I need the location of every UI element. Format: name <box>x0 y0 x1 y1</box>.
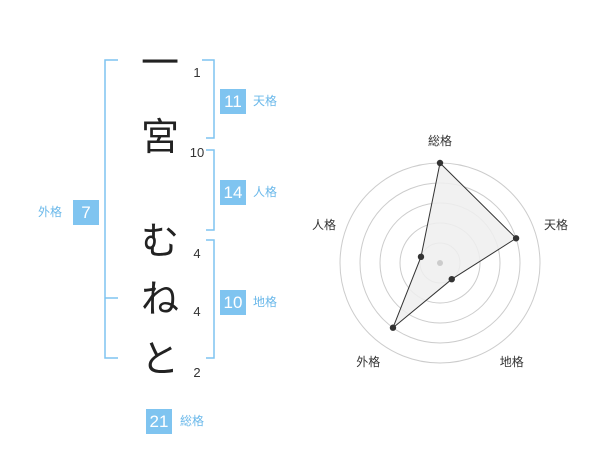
gaikaku-bracket <box>104 59 118 359</box>
gaikaku-value-badge: 7 <box>73 200 99 225</box>
jinkaku-label: 人格 <box>253 185 278 199</box>
soukaku-label: 総格 <box>180 414 205 428</box>
name-char-4: ね <box>140 277 179 321</box>
radar-center-dot <box>437 260 443 266</box>
stroke-count-1: 1 <box>193 65 201 80</box>
radar-point-3 <box>389 324 397 331</box>
tenkaku-bracket <box>202 59 215 139</box>
name-char-3: む <box>140 219 179 263</box>
jinkaku-bracket <box>206 149 215 231</box>
radar-axis-label-chikaku: 地格 <box>499 354 524 369</box>
stroke-count-4: 4 <box>193 304 201 319</box>
name-char-1: 一 <box>140 41 179 85</box>
name-char-5: と <box>140 337 179 381</box>
chikaku-bracket <box>206 239 215 359</box>
stroke-count-3: 4 <box>193 246 201 261</box>
radar-axis-label-jinkaku: 人格 <box>311 218 336 233</box>
name-char-2: 宮 <box>140 115 179 159</box>
tenkaku-value-badge: 11 <box>220 89 246 114</box>
soukaku-value-badge: 21 <box>146 409 172 434</box>
radar-point-1 <box>512 235 520 242</box>
chikaku-value-badge: 10 <box>220 290 246 315</box>
stroke-count-5: 2 <box>193 365 201 380</box>
radar-polygon <box>392 161 517 329</box>
chikaku-label: 地格 <box>253 295 278 309</box>
radar-axis-label-gaikaku: 外格 <box>356 354 381 369</box>
radar-axis-label-tenkaku: 天格 <box>544 218 569 233</box>
radar-point-0 <box>436 159 444 167</box>
radar-axis-label-soukaku: 総格 <box>427 134 452 148</box>
radar-point-4 <box>417 253 425 261</box>
stroke-count-2: 10 <box>189 145 205 160</box>
jinkaku-value-badge: 14 <box>220 180 246 205</box>
tenkaku-label: 天格 <box>253 94 278 108</box>
radar-point-2 <box>448 275 455 283</box>
gaikaku-label: 外格 <box>38 205 63 219</box>
